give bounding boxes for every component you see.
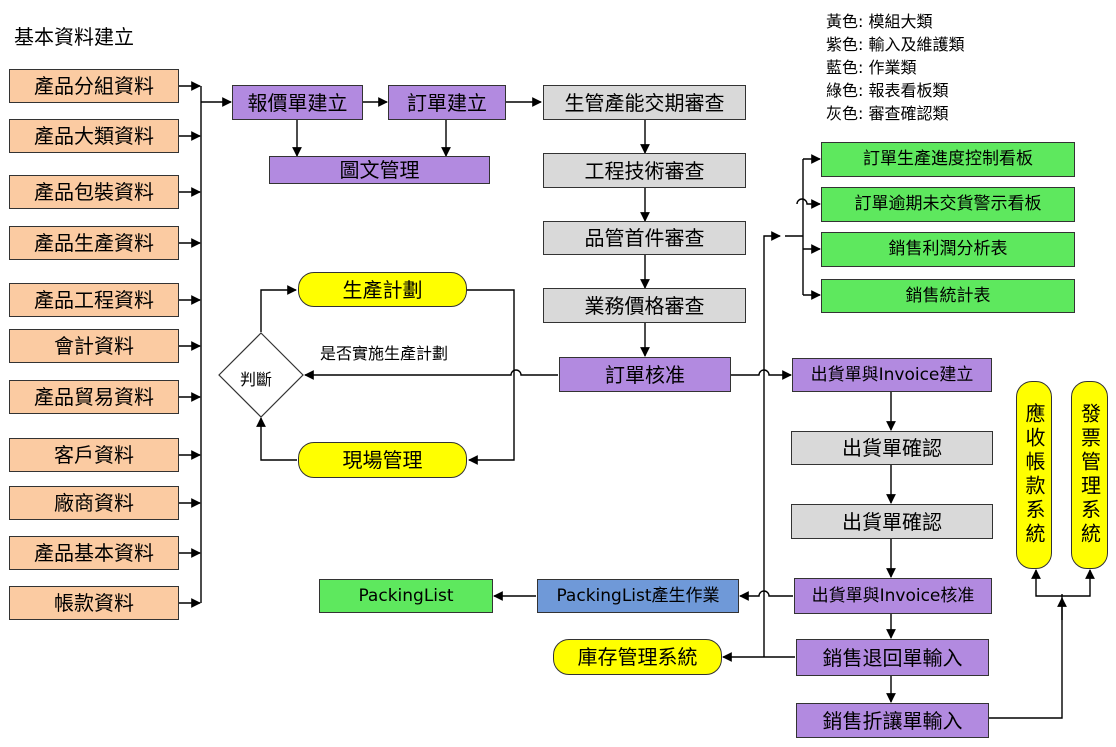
decision-question: 是否實施生產計劃 (320, 344, 449, 363)
packinglist-job-box[interactable]: PackingList產生作業 (537, 579, 739, 613)
arrow-approve-decision (304, 369, 558, 380)
arrow-plan-site (467, 289, 515, 465)
shipping-invoice-create-box[interactable]: 出貨單與Invoice建立 (792, 358, 992, 392)
color-legend: 黃色: 模組大類 紫色: 輸入及維護類 藍色: 作業類 綠色: 報表看板類 灰色… (826, 10, 964, 125)
shipping-invoice-approve-box[interactable]: 出貨單與Invoice核准 (794, 578, 992, 614)
report-overdue-warning-board[interactable]: 訂單逾期未交貨警示看板 (821, 187, 1075, 222)
page-title: 基本資料建立 (14, 25, 134, 49)
report-sales-statistics[interactable]: 銷售統計表 (821, 279, 1075, 313)
arrow-approve-shipping (731, 369, 792, 380)
master-product-production[interactable]: 產品生產資料 (9, 226, 179, 260)
arrow-report-3 (785, 235, 820, 249)
order-approve-box[interactable]: 訂單核准 (559, 357, 731, 392)
arrow-to-ar (1031, 569, 1062, 597)
legend-purple: 紫色: 輸入及維護類 (826, 35, 965, 54)
master-product-category[interactable]: 產品大類資料 (9, 119, 179, 153)
arrow-site-decision (256, 417, 297, 461)
line-inventory-trunk (763, 231, 781, 657)
order-create-box[interactable]: 訂單建立 (388, 85, 506, 120)
first-article-review-box[interactable]: 品管首件審查 (543, 221, 746, 255)
shipping-confirm-box-1[interactable]: 出貨單確認 (791, 431, 993, 465)
master-product-basic[interactable]: 產品基本資料 (9, 536, 179, 570)
master-product-engineering[interactable]: 產品工程資料 (9, 283, 179, 317)
capacity-review-box[interactable]: 生管產能交期審查 (543, 85, 746, 120)
legend-gray: 灰色: 審查確認類 (826, 104, 949, 123)
shipping-confirm-box-2[interactable]: 出貨單確認 (791, 504, 993, 539)
site-mgmt-module[interactable]: 現場管理 (298, 442, 467, 478)
arrow-decision-plan (260, 285, 297, 332)
master-accounting[interactable]: 會計資料 (9, 329, 179, 363)
master-product-group[interactable]: 產品分組資料 (9, 69, 179, 103)
decision-diamond[interactable] (218, 332, 304, 418)
master-product-packaging[interactable]: 產品包裝資料 (9, 175, 179, 209)
graphic-mgmt-box[interactable]: 圖文管理 (269, 156, 490, 184)
quote-create-box[interactable]: 報價單建立 (232, 85, 363, 120)
production-plan-module[interactable]: 生產計劃 (298, 272, 467, 307)
sales-return-box[interactable]: 銷售退回單輸入 (796, 639, 989, 676)
sales-discount-box[interactable]: 銷售折讓單輸入 (796, 703, 989, 738)
inventory-system-module[interactable]: 庫存管理系統 (553, 639, 722, 675)
report-sales-profit[interactable]: 銷售利潤分析表 (821, 232, 1075, 267)
arrow-approve-packingjob (739, 590, 793, 601)
price-review-box[interactable]: 業務價格審查 (543, 288, 746, 323)
packinglist-report[interactable]: PackingList (319, 579, 493, 613)
legend-blue: 藍色: 作業類 (826, 58, 917, 77)
master-vendor[interactable]: 廠商資料 (9, 486, 179, 520)
master-customer[interactable]: 客戶資料 (9, 438, 179, 472)
engineering-review-box[interactable]: 工程技術審查 (543, 153, 746, 188)
decision-label: 判斷 (240, 370, 273, 389)
arrow-report-2 (796, 198, 821, 209)
arrow-to-invoice (1062, 569, 1095, 597)
master-account[interactable]: 帳款資料 (9, 586, 179, 620)
legend-green: 綠色: 報表看板類 (826, 81, 949, 100)
ar-system-module[interactable]: 應收帳款系統 (1016, 381, 1052, 569)
legend-yellow: 黃色: 模組大類 (826, 12, 933, 31)
report-order-progress-board[interactable]: 訂單生產進度控制看板 (821, 142, 1075, 177)
master-product-trade[interactable]: 產品貿易資料 (9, 380, 179, 414)
invoice-system-module[interactable]: 發票管理系統 (1071, 381, 1108, 569)
line-discount-systems (988, 594, 1063, 719)
